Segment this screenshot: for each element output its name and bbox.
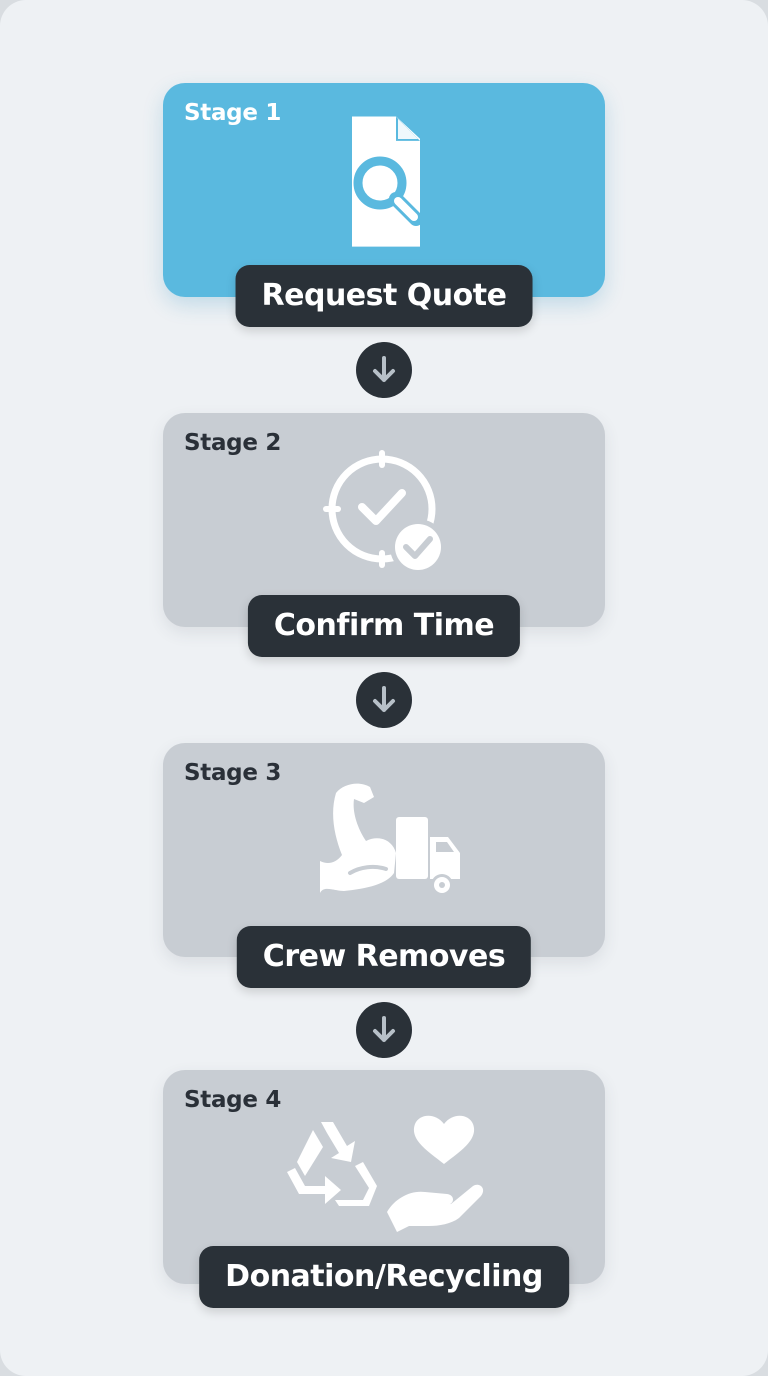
stage-title-pill-4: Donation/Recycling [199, 1246, 569, 1308]
stage-label: Stage 4 [184, 1087, 282, 1113]
stage-card-2: Stage 2 [163, 413, 605, 627]
stage-label: Stage 2 [184, 430, 282, 456]
stage-title-pill-1: Request Quote [235, 265, 533, 327]
stage-label: Stage 1 [184, 100, 282, 126]
stage-title-pill-2: Confirm Time [247, 595, 521, 657]
stage-card-3: Stage 3 [163, 743, 605, 957]
arrow-down-icon [356, 1002, 412, 1058]
document-search-icon [294, 113, 474, 253]
stage-card-1: Stage 1 [163, 83, 605, 297]
arrow-down-icon [356, 672, 412, 728]
recycle-heart-hand-icon [269, 1100, 499, 1240]
muscle-truck-icon [294, 773, 474, 913]
stage-label: Stage 3 [184, 760, 282, 786]
clock-check-icon [294, 443, 474, 583]
stage-title-pill-3: Crew Removes [236, 926, 532, 988]
arrow-down-icon [356, 342, 412, 398]
